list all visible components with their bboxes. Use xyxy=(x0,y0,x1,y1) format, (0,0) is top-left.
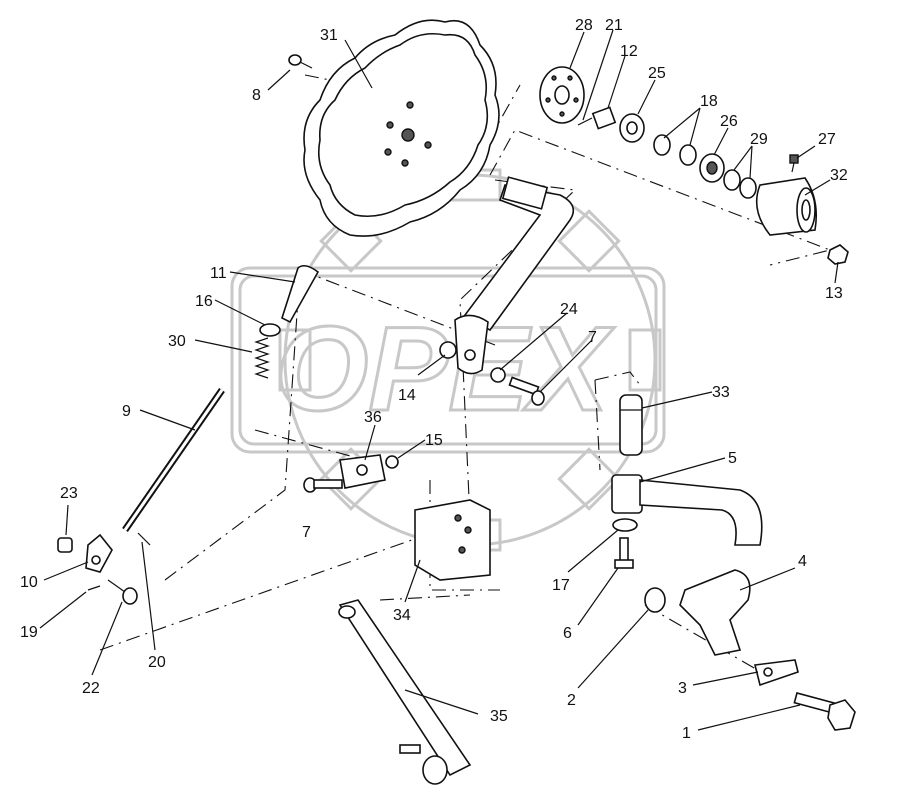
callout-6: 6 xyxy=(563,625,572,642)
pin-33 xyxy=(619,394,643,456)
callout-22: 22 xyxy=(82,680,100,697)
washer-16 xyxy=(259,323,281,337)
callout-1: 1 xyxy=(682,725,691,742)
callout-2: 2 xyxy=(567,692,576,709)
callout-10: 10 xyxy=(20,574,38,591)
callout-7-lower: 7 xyxy=(302,524,311,541)
bolt-8 xyxy=(288,54,313,69)
seals-29 xyxy=(723,169,757,199)
callout-24: 24 xyxy=(560,301,578,318)
callout-3: 3 xyxy=(678,680,687,697)
nut-24 xyxy=(490,367,506,383)
callout-32: 32 xyxy=(830,167,848,184)
callout-15: 15 xyxy=(425,432,443,449)
bracket-34 xyxy=(414,499,491,581)
callout-19: 19 xyxy=(20,624,38,641)
nut-2 xyxy=(644,587,666,613)
circlips-18 xyxy=(653,134,697,166)
callout-26: 26 xyxy=(720,113,738,130)
callout-28: 28 xyxy=(575,17,593,34)
rod-9 xyxy=(122,388,225,532)
bushing-14 xyxy=(439,341,457,359)
callout-36: 36 xyxy=(364,409,382,426)
spring-30 xyxy=(254,337,270,379)
bolt-1 xyxy=(793,692,856,731)
bushing-23 xyxy=(57,537,73,553)
callout-23: 23 xyxy=(60,485,78,502)
watermark: OPEX xyxy=(230,168,666,552)
callout-9: 9 xyxy=(122,403,131,420)
lever-10 xyxy=(85,533,113,573)
nut-12 xyxy=(591,106,617,130)
callout-4: 4 xyxy=(798,553,807,570)
callout-7-upper: 7 xyxy=(588,329,597,346)
bolt-6 xyxy=(614,537,634,569)
callout-18: 18 xyxy=(700,93,718,110)
nut-13 xyxy=(827,244,849,265)
pin-21 xyxy=(577,117,593,126)
callout-31: 31 xyxy=(320,27,338,44)
callout-12: 12 xyxy=(620,43,638,60)
callout-13: 13 xyxy=(825,285,843,302)
callout-30: 30 xyxy=(168,333,186,350)
nut-15 xyxy=(385,455,399,469)
callout-35: 35 xyxy=(490,708,508,725)
clamp-36 xyxy=(339,454,386,489)
leader-lines xyxy=(39,29,839,731)
callout-14: 14 xyxy=(398,387,416,404)
callout-11: 11 xyxy=(210,265,227,282)
callout-25: 25 xyxy=(648,65,666,82)
watermark-text: OPEX xyxy=(275,302,615,436)
pin-19 xyxy=(87,585,101,591)
bolt-22 xyxy=(107,579,138,605)
bolt-11 xyxy=(281,264,320,324)
callout-5: 5 xyxy=(728,450,737,467)
tube-5 xyxy=(611,474,763,546)
callout-8: 8 xyxy=(252,87,261,104)
callout-labels: 31 8 28 21 12 25 18 26 29 27 32 13 11 16… xyxy=(20,17,848,742)
callout-27: 27 xyxy=(818,131,836,148)
bolt-7-upper xyxy=(508,376,545,406)
bolt-7-lower xyxy=(303,477,343,493)
hub-flange-28 xyxy=(539,66,585,124)
arm-assembly xyxy=(454,176,575,375)
bearing-26 xyxy=(699,153,725,183)
bracket-4 xyxy=(679,569,751,656)
callout-20: 20 xyxy=(148,654,166,671)
washer-17 xyxy=(612,518,638,532)
grease-nipple-27 xyxy=(789,154,799,173)
callout-16: 16 xyxy=(195,293,213,310)
callout-34: 34 xyxy=(393,607,411,624)
disc-blade xyxy=(303,19,500,237)
arm-35 xyxy=(338,599,472,785)
pin-20 xyxy=(137,532,151,546)
lever-3 xyxy=(754,659,799,687)
callout-29: 29 xyxy=(750,131,768,148)
bearing-25 xyxy=(619,113,645,143)
callout-21: 21 xyxy=(605,17,623,34)
callout-33: 33 xyxy=(712,384,730,401)
callout-17: 17 xyxy=(552,577,570,594)
hub-cap-32 xyxy=(755,177,818,236)
